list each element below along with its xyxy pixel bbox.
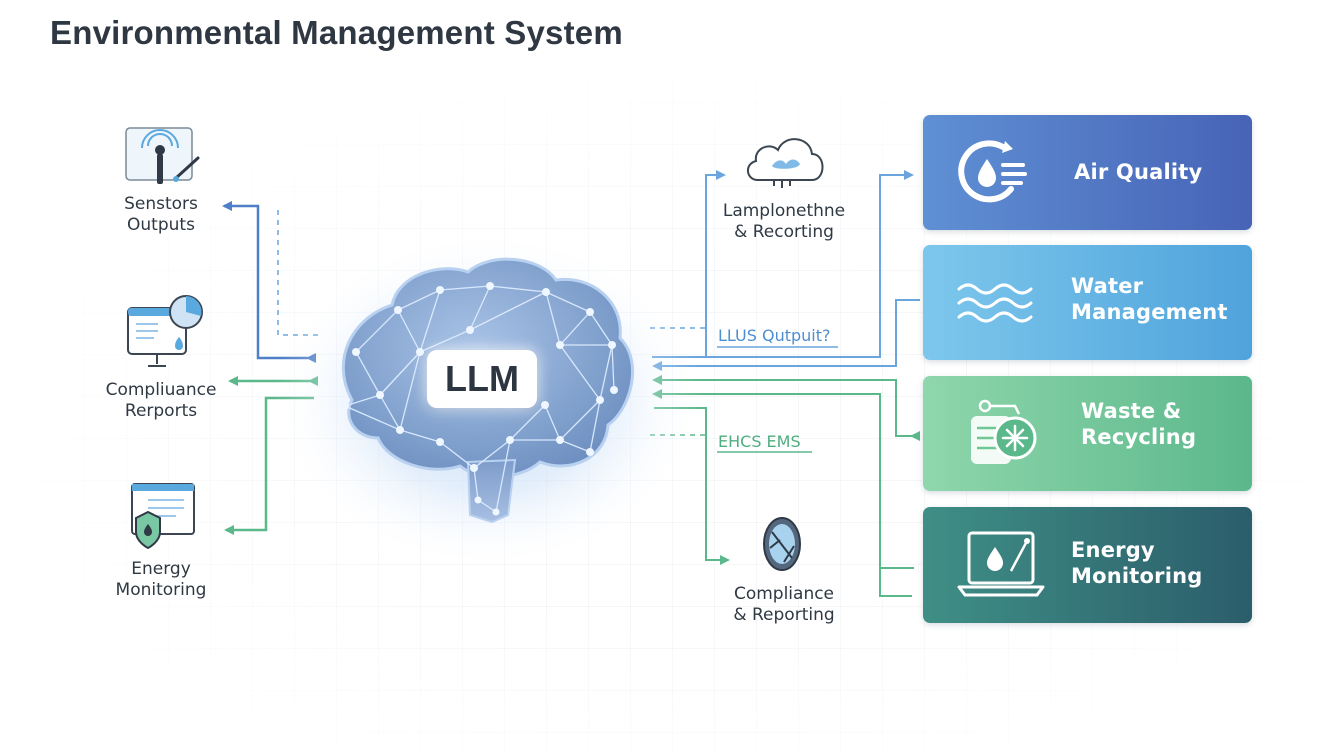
flow-label-lower: EHCS EMS	[718, 432, 801, 451]
llm-label: LLM	[427, 350, 537, 408]
energy-monitor-icon	[131, 483, 195, 550]
water-waves-icon	[957, 283, 1033, 323]
recycling-icon	[971, 399, 1037, 464]
cloud-icon	[747, 138, 824, 188]
module-card-air-quality[interactable]: Air Quality	[923, 115, 1252, 230]
module-label-air-quality: Air Quality	[1074, 160, 1203, 184]
module-card-waste-recycling[interactable]: Waste &Recycling	[923, 376, 1252, 491]
laptop-energy-icon	[957, 531, 1045, 597]
flow-label-upper: LLUS Qutpuit?	[718, 326, 831, 345]
module-label-waste-recycling: Waste &Recycling	[1081, 399, 1197, 449]
page-title: Environmental Management System	[50, 14, 623, 51]
output-label-compliance-reporting: Compliance& Reporting	[733, 584, 835, 625]
output-label-upper: Lamplonethne& Recorting	[722, 201, 846, 242]
shield-leaf-icon	[763, 517, 801, 571]
sensor-icon	[125, 127, 200, 184]
compliance-report-icon	[127, 295, 203, 367]
air-quality-icon	[958, 140, 1027, 203]
